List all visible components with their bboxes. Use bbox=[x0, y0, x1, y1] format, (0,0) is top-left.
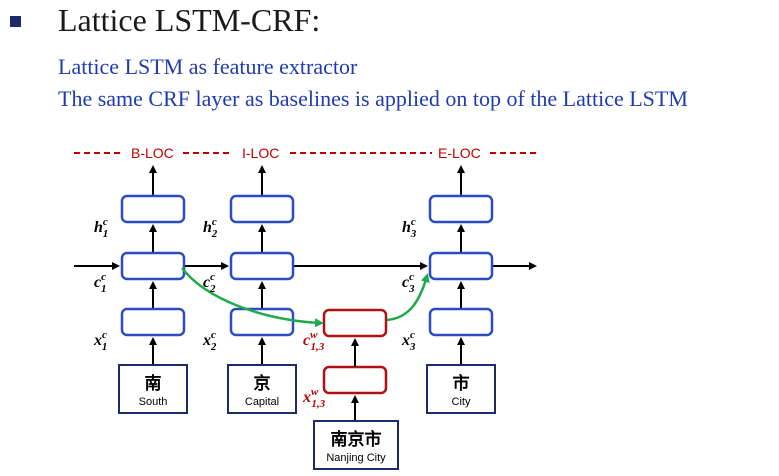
char-box-2 bbox=[227, 364, 297, 414]
word-embedding-cell bbox=[322, 365, 388, 395]
output-cell bbox=[120, 194, 186, 224]
char-gloss-2: Capital bbox=[245, 396, 279, 408]
char-1: 南 bbox=[145, 373, 162, 394]
tag-e-loc: E-LOC bbox=[438, 145, 481, 161]
embedding-cell bbox=[120, 307, 186, 337]
char-gloss-3: City bbox=[452, 396, 471, 408]
char-3: 市 bbox=[453, 373, 470, 394]
subtitle-line-1: Lattice LSTM as feature extractor bbox=[58, 54, 358, 79]
tag-b-loc: B-LOC bbox=[131, 145, 174, 161]
embedding-cell bbox=[428, 307, 494, 337]
output-cell bbox=[229, 194, 295, 224]
slide-title: Lattice LSTM-CRF: bbox=[58, 2, 321, 38]
char-box-1 bbox=[118, 364, 188, 414]
char-gloss-1: South bbox=[139, 396, 168, 408]
lstm-cell bbox=[428, 251, 494, 281]
lstm-cell bbox=[229, 251, 295, 281]
bullet-marker bbox=[10, 16, 21, 27]
embedding-cell bbox=[229, 307, 295, 337]
lattice-arrow-out bbox=[386, 273, 430, 322]
subtitle-line-2: The same CRF layer as baselines is appli… bbox=[58, 86, 688, 111]
char-2: 京 bbox=[254, 373, 271, 394]
word-gloss: Nanjing City bbox=[326, 452, 386, 464]
char-box-3 bbox=[426, 364, 496, 414]
output-cell bbox=[428, 194, 494, 224]
tag-i-loc: I-LOC bbox=[242, 145, 279, 161]
word-cell bbox=[322, 308, 388, 338]
word-box bbox=[313, 420, 399, 470]
lattice-arrow-in bbox=[181, 267, 324, 328]
word-chars: 南京市 bbox=[331, 429, 382, 450]
lstm-cell bbox=[120, 251, 186, 281]
